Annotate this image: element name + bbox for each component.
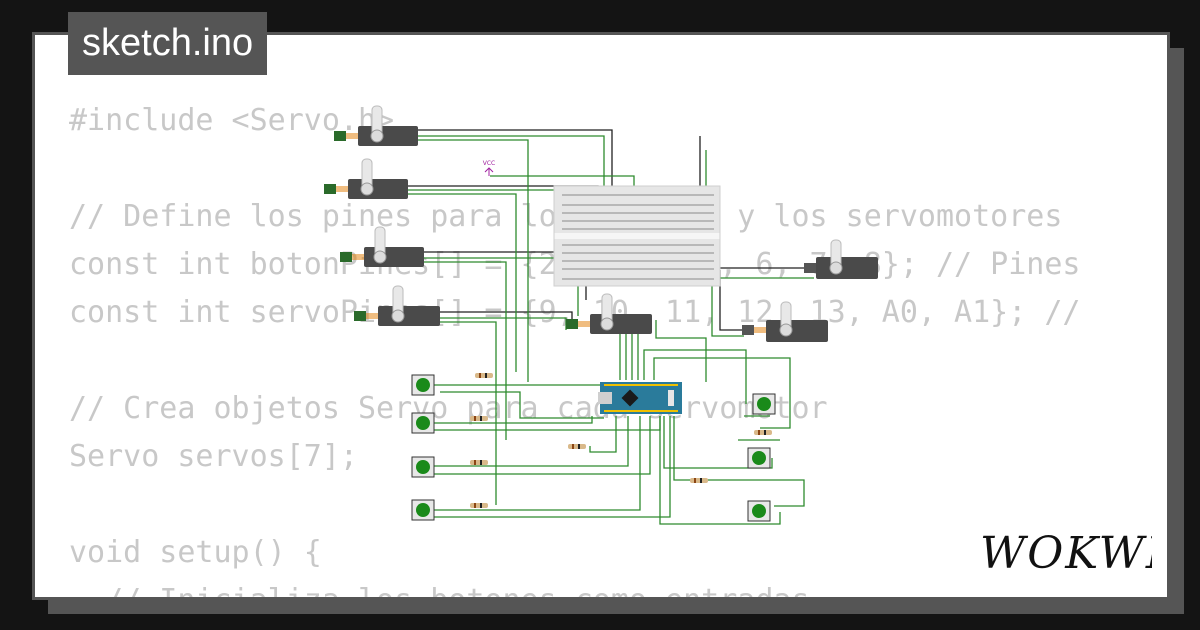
wire	[434, 416, 641, 511]
servo-motor	[804, 239, 878, 279]
code-editor: #include <Servo.h>// Define los pines pa…	[69, 97, 1080, 597]
resistor	[470, 460, 488, 465]
code-line: // Inicializa los botones como entradas	[69, 577, 1080, 597]
arduino-nano	[598, 382, 682, 414]
wire	[434, 416, 651, 475]
vcc-label: VCC	[483, 160, 495, 167]
wire	[408, 193, 517, 372]
wokwi-logo: WOKWI	[980, 528, 1152, 578]
code-line: // Define los pines para los botones y l…	[69, 199, 1063, 234]
code-line: void setup() {	[69, 535, 322, 570]
servo-motor	[324, 158, 408, 199]
wire	[434, 416, 593, 424]
breadboard-holes	[562, 194, 714, 280]
wire	[663, 416, 773, 469]
wire	[655, 320, 707, 382]
resistor	[470, 503, 488, 508]
wire	[434, 416, 629, 467]
resistor	[470, 416, 488, 421]
servo-motor	[354, 285, 440, 326]
servo-motor	[566, 293, 652, 334]
resistor	[475, 373, 493, 378]
push-button	[752, 393, 776, 415]
vcc-arrow-icon	[484, 167, 494, 176]
wire	[440, 321, 497, 505]
breadboard-outline	[553, 185, 721, 287]
wire	[653, 357, 791, 429]
wire	[434, 416, 671, 518]
breadboard	[553, 185, 721, 287]
wire	[589, 416, 617, 453]
resistor	[690, 478, 708, 483]
wire	[719, 270, 742, 331]
wire	[673, 416, 805, 507]
wire	[659, 416, 781, 525]
wire	[705, 150, 814, 279]
resistor	[754, 430, 772, 435]
push-button	[747, 500, 771, 522]
resistor	[568, 444, 586, 449]
wire	[424, 261, 507, 440]
servo-motor	[334, 105, 418, 146]
push-button	[747, 447, 771, 469]
wire	[440, 391, 604, 419]
code-line: Servo servos[7];	[69, 439, 358, 474]
push-button	[411, 499, 435, 521]
wire	[418, 139, 529, 382]
push-button	[411, 456, 435, 478]
wire	[440, 317, 567, 330]
push-button	[411, 374, 435, 396]
push-button	[411, 412, 435, 434]
servo-motor	[340, 226, 424, 267]
vcc-marker: VCC	[483, 160, 495, 176]
wire	[643, 349, 747, 404]
sketch-filename-tab: sketch.ino	[68, 12, 268, 75]
brand-text: WOKWI	[980, 528, 1152, 578]
servo-motor	[742, 301, 828, 342]
